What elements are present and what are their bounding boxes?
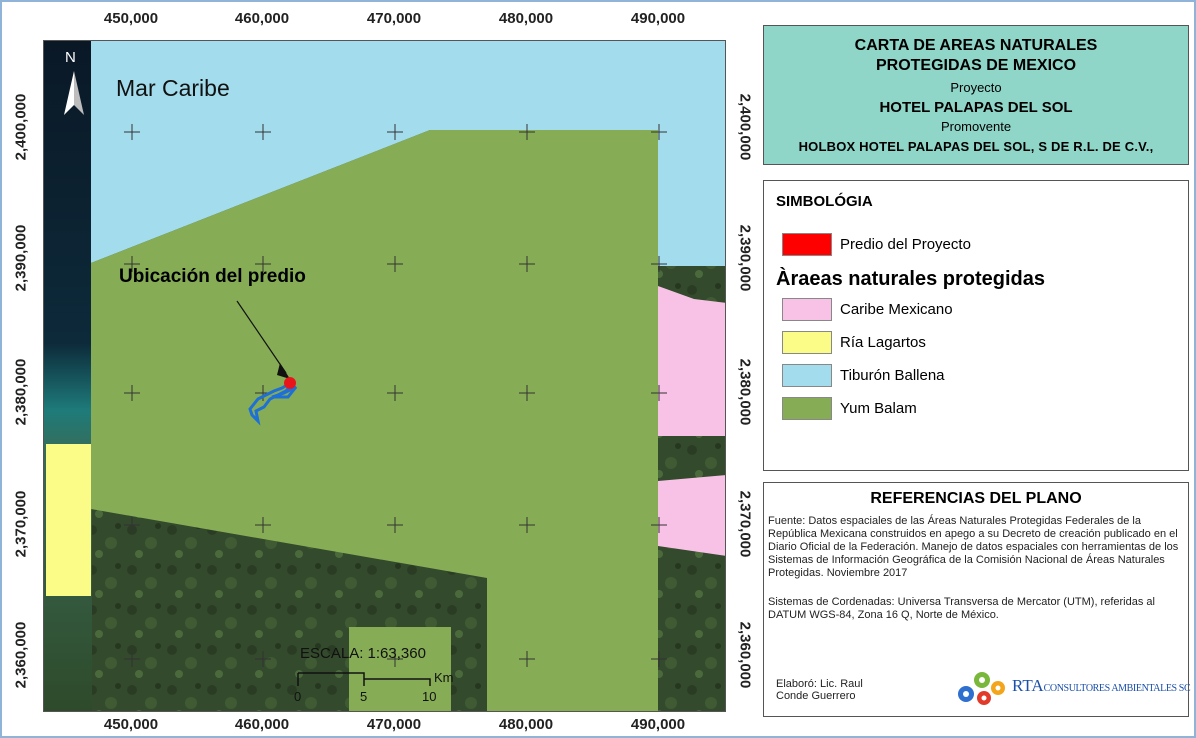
legend-subtitle: Àraeas naturales protegidas <box>776 268 1045 290</box>
zone-tiburon-ballena[interactable] <box>91 41 726 266</box>
y-tick-label: 2,380,000 <box>736 358 754 426</box>
x-tick-label: 460,000 <box>234 716 290 733</box>
references-panel: REFERENCIAS DEL PLANO Fuente: Datos espa… <box>763 482 1191 717</box>
company-logo: RTACONSULTORES AMBIENTALES SC <box>954 668 1191 708</box>
x-tick-label: 480,000 <box>498 10 554 27</box>
north-arrow-left <box>64 71 74 115</box>
x-tick-label: 460,000 <box>234 10 290 27</box>
scale-five-label: 5 <box>360 689 368 704</box>
x-tick-label: 450,000 <box>103 716 159 733</box>
scale-zero-label: 0 <box>294 689 302 704</box>
project-label: Proyecto <box>950 80 1002 95</box>
scale-unit-label: Km <box>434 670 454 685</box>
north-arrow-right <box>74 71 84 115</box>
gears-icon <box>958 672 1005 705</box>
legend-panel: SIMBOLÓGIA Predio del Proyecto Àraeas na… <box>763 180 1189 471</box>
north-arrow-label: N <box>65 49 76 66</box>
legend-label: Yum Balam <box>840 400 917 417</box>
zone-caribe-mexicano[interactable] <box>658 286 726 436</box>
map-title-line-2: PROTEGIDAS DE MEXICO <box>875 57 1077 74</box>
scale-ten-label: 10 <box>422 689 437 704</box>
legend-swatch <box>782 298 832 321</box>
sea-label: Mar Caribe <box>116 75 230 101</box>
y-tick-label: 2,400,000 <box>12 93 30 161</box>
project-name: HOTEL PALAPAS DEL SOL <box>879 99 1073 116</box>
promoter-name: HOLBOX HOTEL PALAPAS DEL SOL, S DE R.L. … <box>798 139 1154 154</box>
grid-crosses <box>124 124 667 667</box>
legend-swatch <box>782 331 832 354</box>
references-source-text: Fuente: Datos espaciales de las Áreas Na… <box>768 515 1179 579</box>
promoter-label: Promovente <box>940 119 1012 134</box>
zone-ria-lagartos[interactable] <box>46 444 91 596</box>
satellite-coast-strip <box>44 41 92 711</box>
y-tick-label: 2,390,000 <box>736 224 754 292</box>
x-tick-label: 470,000 <box>366 10 422 27</box>
company-logo-text: RTACONSULTORES AMBIENTALES SC <box>1012 676 1191 696</box>
legend-label: Tiburón Ballena <box>840 367 945 384</box>
legend-label: Predio del Proyecto <box>840 236 971 253</box>
legend-title: SIMBOLÓGIA <box>776 193 873 210</box>
x-tick-label: 470,000 <box>366 716 422 733</box>
references-coordinate-system: Sistemas de Cordenadas: Universa Transve… <box>768 596 1155 621</box>
site-pointer-line <box>236 300 287 374</box>
legend-swatch <box>782 397 832 420</box>
legend-swatch <box>782 364 832 387</box>
y-tick-label: 2,400,000 <box>736 93 754 161</box>
scale-bar <box>297 672 431 686</box>
title-panel: CARTA DE AREAS NATURALES PROTEGIDAS DE M… <box>763 25 1189 165</box>
map-title-line-1: CARTA DE AREAS NATURALES <box>854 37 1098 54</box>
y-tick-label: 2,370,000 <box>12 490 30 558</box>
x-tick-label: 490,000 <box>630 10 686 27</box>
y-tick-label: 2,380,000 <box>12 358 30 426</box>
scale-title: ESCALA: 1:63,360 <box>300 645 426 662</box>
legend-label: Caribe Mexicano <box>840 301 953 318</box>
map-canvas[interactable]: N Mar Caribe Ubicación del predio ESCALA… <box>43 40 726 712</box>
x-tick-label: 480,000 <box>498 716 554 733</box>
legend-swatch <box>782 233 832 256</box>
company-logo-sub: CONSULTORES AMBIENTALES SC <box>1043 683 1191 694</box>
project-boundary-outline[interactable] <box>248 379 298 426</box>
y-tick-label: 2,360,000 <box>12 621 30 689</box>
zone-caribe-mexicano[interactable] <box>658 475 726 556</box>
x-tick-label: 450,000 <box>103 10 159 27</box>
y-tick-label: 2,390,000 <box>12 224 30 292</box>
zone-yum-balam[interactable] <box>91 130 658 712</box>
map-author: Elaboró: Lic. Raul Conde Guerrero <box>776 678 863 702</box>
references-title: REFERENCIAS DEL PLANO <box>870 490 1082 507</box>
site-pointer-arrowhead <box>277 363 290 379</box>
company-logo-main: RTA <box>1012 676 1044 695</box>
x-tick-label: 490,000 <box>630 716 686 733</box>
y-tick-label: 2,360,000 <box>736 621 754 689</box>
site-location-label: Ubicación del predio <box>119 266 306 287</box>
map-layers <box>44 41 726 712</box>
legend-label: Ría Lagartos <box>840 334 926 351</box>
y-tick-label: 2,370,000 <box>736 490 754 558</box>
project-site-marker[interactable] <box>284 377 296 389</box>
